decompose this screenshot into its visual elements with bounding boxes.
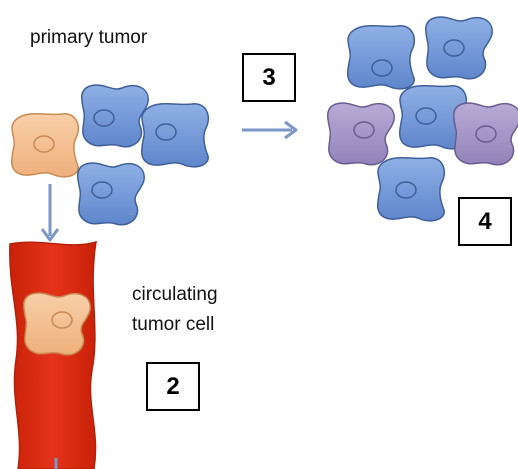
- metastatic-cell: [452, 102, 518, 166]
- primary-tumor-label: primary tumor: [30, 27, 148, 48]
- step-box-3: 3: [242, 53, 296, 102]
- arrow-to-circulation: [40, 184, 60, 242]
- circulating-label-line2: tumor cell: [132, 314, 215, 335]
- step-box-4: 4: [458, 197, 512, 246]
- primary-tumor-cell: [140, 102, 210, 168]
- circulating-tumor-cell: [22, 292, 91, 356]
- arrow-to-metastasis: [242, 120, 298, 140]
- circulating-origin-cell: [10, 112, 80, 178]
- metastatic-cell: [376, 156, 446, 222]
- metastatic-cell: [326, 102, 395, 166]
- metastatic-cell: [346, 24, 416, 90]
- circulating-label-line1: circulating: [132, 284, 218, 305]
- step-box-2: 2: [146, 362, 200, 411]
- metastatic-cell: [424, 16, 493, 80]
- primary-tumor-cell: [76, 162, 145, 226]
- primary-tumor-cell: [80, 84, 149, 148]
- metastatic-cell: [398, 84, 468, 150]
- blood-vessel: [9, 240, 97, 469]
